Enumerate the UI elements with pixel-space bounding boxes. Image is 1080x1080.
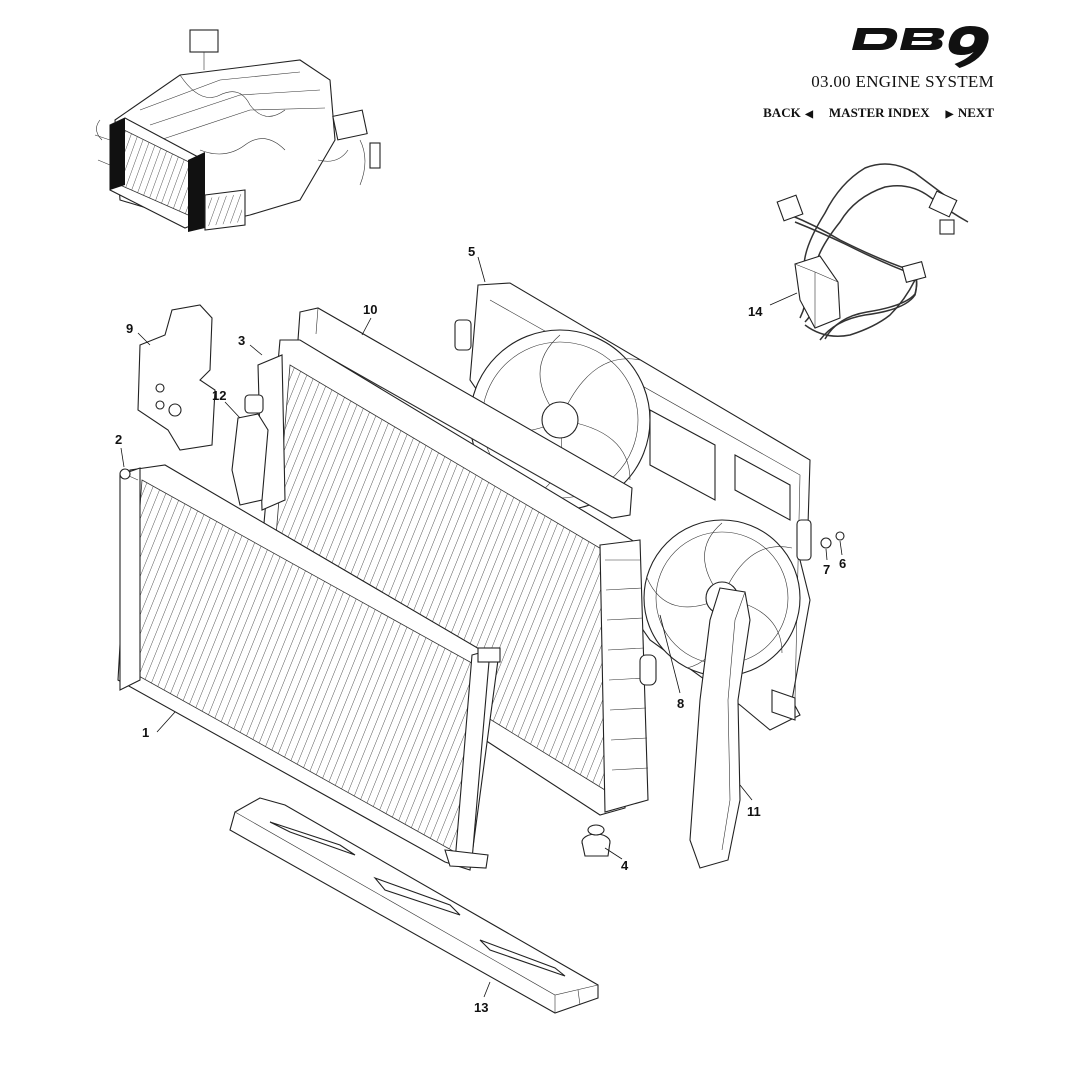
wiring-harness-drawing	[776, 163, 969, 341]
back-arrow-icon: ◀	[802, 109, 813, 120]
back-link[interactable]: BACK ◀	[763, 105, 815, 121]
next-label: NEXT	[957, 105, 994, 120]
callout-10[interactable]: 10	[363, 302, 377, 317]
callout-13[interactable]: 13	[474, 1000, 488, 1015]
next-arrow-icon: ▶	[945, 109, 956, 120]
navigation-bar: BACK ◀ MASTER INDEX ▶ NEXT	[763, 105, 994, 121]
side-bracket-9-drawing	[137, 304, 216, 451]
callout-1[interactable]: 1	[142, 725, 149, 740]
callout-5[interactable]: 5	[468, 244, 475, 259]
callout-4[interactable]: 4	[621, 858, 629, 873]
callout-11[interactable]: 11	[747, 804, 761, 819]
master-index-link[interactable]: MASTER INDEX	[828, 105, 930, 120]
callout-2[interactable]: 2	[115, 432, 122, 447]
side-foam-12-drawing	[231, 413, 269, 506]
leader-lines	[120, 256, 843, 998]
callout-14[interactable]: 14	[748, 304, 763, 319]
back-label: BACK	[763, 105, 801, 120]
callout-12[interactable]: 12	[212, 388, 226, 403]
callout-3[interactable]: 3	[238, 333, 245, 348]
section-title: 03.00 ENGINE SYSTEM	[811, 72, 994, 91]
engine-location-inset	[94, 29, 381, 232]
callout-6[interactable]: 6	[839, 556, 846, 571]
db9-logo	[852, 26, 989, 68]
bolt-2-drawing	[119, 468, 139, 481]
next-link[interactable]: ▶ NEXT	[944, 105, 994, 121]
lower-air-duct-drawing	[229, 797, 599, 1014]
callout-9[interactable]: 9	[126, 321, 133, 336]
side-seal-11-drawing	[689, 587, 751, 869]
callout-7[interactable]: 7	[823, 562, 830, 577]
washer-7-drawing	[820, 537, 832, 549]
condenser-drawing	[117, 464, 501, 871]
radiator-drawing	[244, 339, 657, 816]
nut-6-drawing	[835, 531, 845, 541]
callout-8[interactable]: 8	[677, 696, 684, 711]
mount-4-drawing	[581, 824, 611, 857]
